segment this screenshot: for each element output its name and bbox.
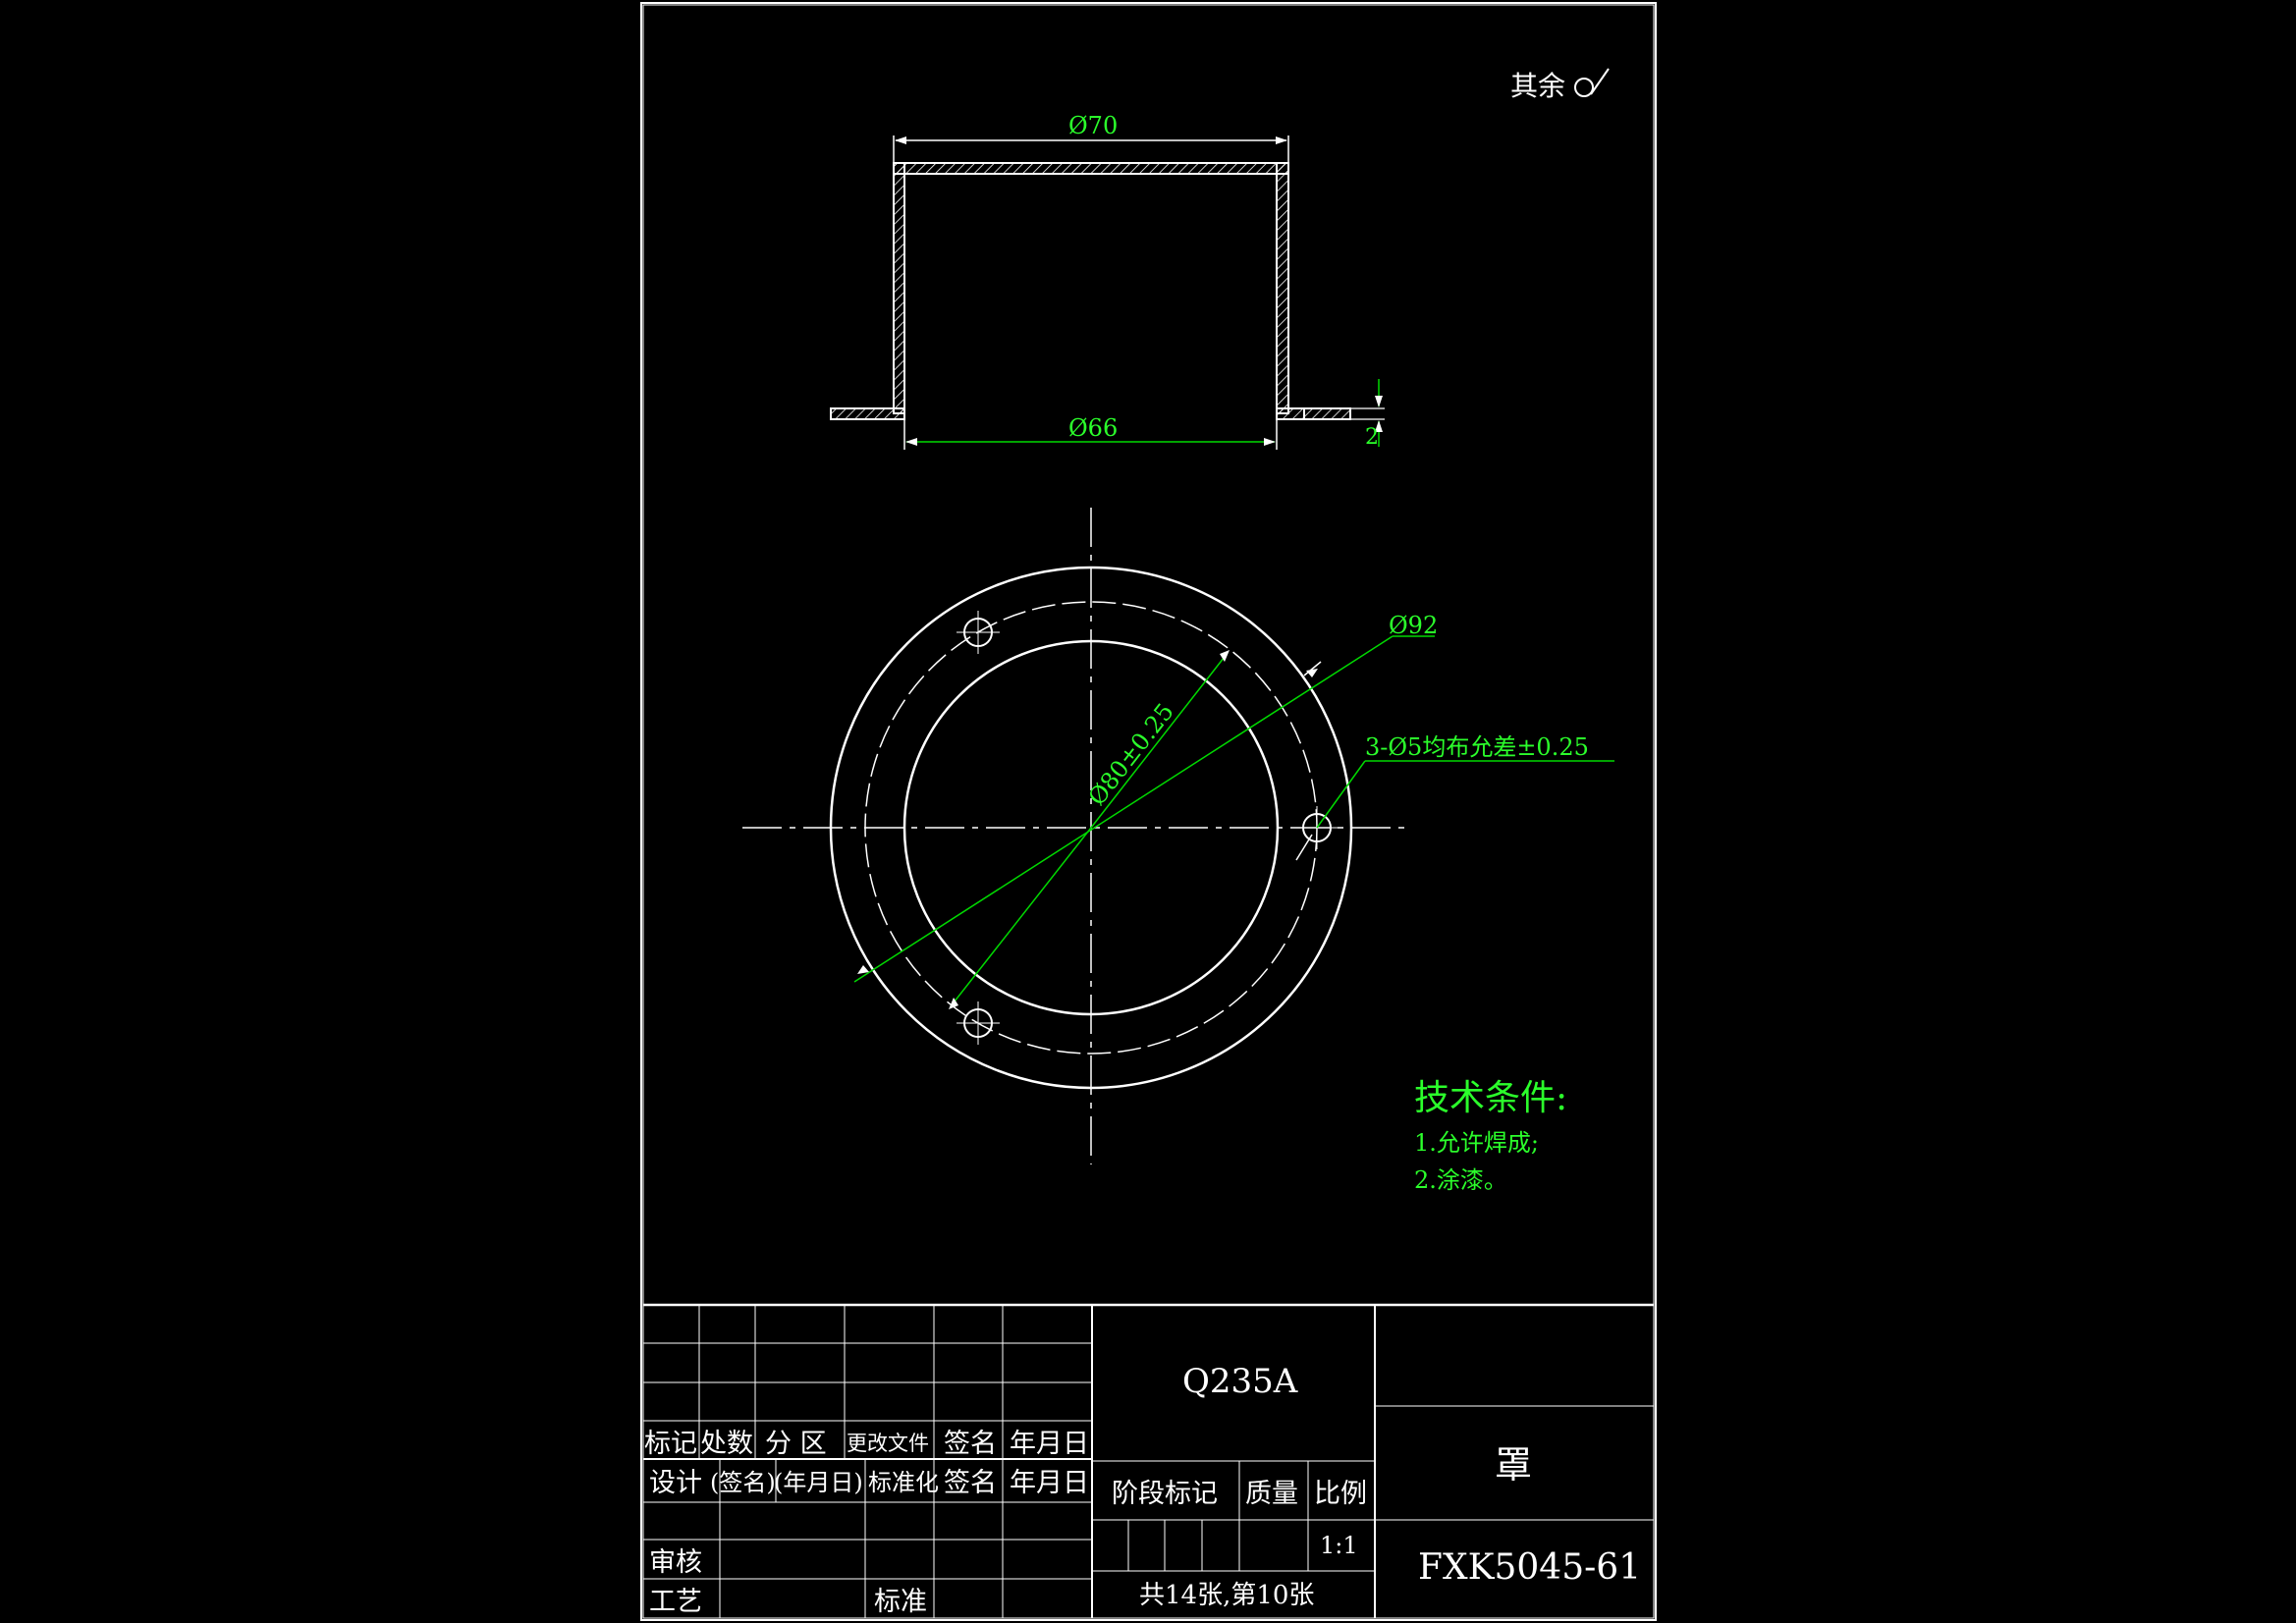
dim-thickness: 2 — [1365, 425, 1379, 450]
part-name: 罩 — [1495, 1443, 1532, 1487]
header-count: 处数 — [700, 1429, 753, 1459]
surface-note: 其余 — [1510, 70, 1565, 102]
drawing-number: FXK5045-61 — [1418, 1547, 1641, 1588]
mass-label: 质量 — [1245, 1479, 1298, 1509]
front-section-view: Ø70 Ø66 2 — [830, 112, 1385, 450]
process-label: 工艺 — [649, 1587, 702, 1617]
outer-circle — [829, 566, 1353, 1090]
outer-frame — [640, 2, 1657, 1621]
dim-inner-circle: Ø80±0.25 — [1083, 698, 1179, 811]
surface-finish-icon — [1574, 68, 1610, 97]
tech-condition-item: 1.允许焊成; — [1414, 1129, 1539, 1157]
bolt-hole — [957, 611, 1000, 654]
design-signature: (签名) — [710, 1469, 776, 1496]
tech-condition-item: 2.涂漆。 — [1414, 1166, 1507, 1194]
standardization-label: 标准化 — [868, 1469, 939, 1496]
inner-frame — [642, 4, 1655, 1619]
review-label: 审核 — [649, 1547, 702, 1578]
header-zone: 分 区 — [765, 1429, 827, 1459]
standardization-signature: 签名 — [944, 1468, 997, 1498]
top-view: Ø92 Ø80±0.25 3-Ø5均布允差±0.25 — [742, 508, 1614, 1164]
scale-value: 1:1 — [1320, 1532, 1358, 1559]
right-wall — [1276, 162, 1289, 414]
left-wall — [893, 162, 905, 414]
sheet-count: 共14张,第10张 — [1139, 1581, 1314, 1610]
bolt-hole — [957, 1001, 1000, 1045]
stage-mark-label: 阶段标记 — [1112, 1479, 1218, 1509]
standardization-date: 年月日 — [1010, 1468, 1089, 1498]
title-block: 标记 处数 分 区 更改文件 签名 年月日 设计 (签名) (年月日) 标准化 … — [643, 1303, 1654, 1618]
standard-label: 标准 — [874, 1587, 927, 1617]
inner-circle — [902, 639, 1280, 1016]
header-date: 年月日 — [1010, 1429, 1089, 1459]
dim-top-outer: Ø70 — [1068, 112, 1118, 139]
scale-label: 比例 — [1314, 1479, 1367, 1509]
material: Q235A — [1182, 1362, 1298, 1401]
header-change-doc: 更改文件 — [847, 1432, 929, 1455]
design-date: (年月日) — [774, 1469, 863, 1496]
dim-holes: 3-Ø5均布允差±0.25 — [1365, 733, 1589, 761]
dim-bottom-inner: Ø66 — [1068, 414, 1118, 442]
header-signature: 签名 — [944, 1429, 997, 1459]
header-mark: 标记 — [644, 1429, 697, 1459]
right-flange — [1276, 407, 1351, 420]
dim-pcd: Ø92 — [1389, 612, 1438, 639]
tech-conditions-title: 技术条件: — [1414, 1078, 1567, 1118]
design-label: 设计 — [649, 1468, 702, 1498]
top-wall — [893, 162, 1289, 175]
left-flange — [830, 407, 905, 420]
